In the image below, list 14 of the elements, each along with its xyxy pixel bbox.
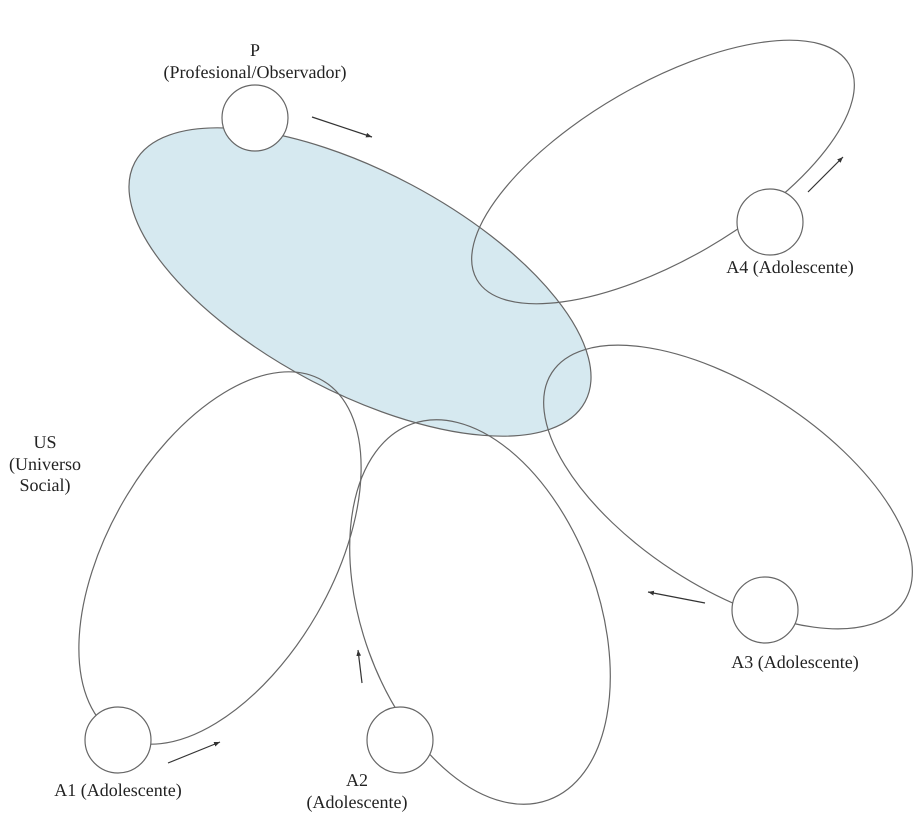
loop-ellipse: [471, 40, 855, 304]
loop-ellipse: [543, 344, 913, 630]
circle-node: [366, 706, 434, 774]
circle-node: [221, 84, 289, 152]
circle-node: [731, 576, 799, 644]
node-caption: A3 (Adolescente): [730, 652, 860, 674]
region-label: US (Universo Social): [8, 432, 82, 497]
shaded-ellipse: [128, 127, 592, 437]
node-caption: P (Profesional/Observador): [162, 40, 348, 84]
node-caption: A1 (Adolescente): [53, 780, 183, 802]
node-caption: A4 (Adolescente): [725, 257, 855, 279]
circle-node: [736, 188, 804, 256]
node-caption: A2 (Adolescente): [306, 770, 408, 814]
circle-node: [84, 706, 152, 774]
